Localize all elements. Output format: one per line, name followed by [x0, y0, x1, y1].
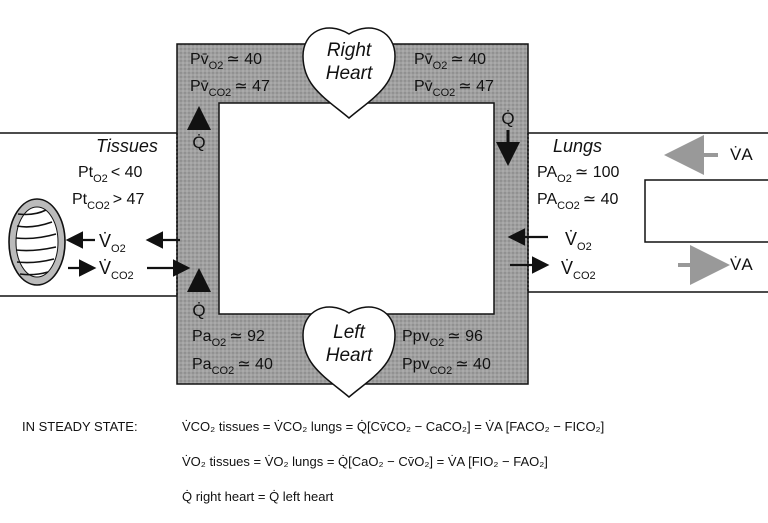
left-heart-line2: Heart [326, 345, 373, 366]
svg-text:PpvO2≃ 96: PpvO2≃ 96 [402, 328, 483, 349]
svg-text:PpvCO2≃ 40: PpvCO2≃ 40 [402, 356, 491, 377]
box-pressures-bottom-left: PaO2≃ 92 PaCO2≃ 40 [192, 328, 273, 377]
right-heart: Right Heart [302, 27, 396, 119]
svg-text:Q̇: Q̇ [192, 133, 205, 152]
left-heart-line1: Left [333, 322, 365, 343]
left-heart: Left Heart [302, 306, 396, 398]
svg-text:PaO2≃ 92: PaO2≃ 92 [192, 328, 265, 349]
svg-text:Pv̄CO2≃ 47: Pv̄CO2≃ 47 [414, 78, 494, 99]
right-heart-line2: Heart [326, 63, 373, 84]
va-top-label: V̇A [730, 145, 753, 164]
svg-text:Pv̄CO2≃ 47: Pv̄CO2≃ 47 [190, 78, 270, 99]
svg-text:Pv̄O2≃ 40: Pv̄O2≃ 40 [414, 51, 486, 72]
mitochondrion-icon [8, 198, 66, 286]
svg-text:V̇O2: V̇O2 [565, 229, 592, 253]
lungs-title: Lungs [553, 136, 602, 156]
lungs-panel: Lungs PAO2≃ 100 PACO2≃ 40 V̇O2 V̇CO2 V̇A… [507, 135, 753, 285]
q-flow-bottom-left: Q̇ [187, 268, 211, 320]
svg-text:PAO2≃ 100: PAO2≃ 100 [537, 164, 619, 185]
box-pressures-bottom-right: PpvO2≃ 96 PpvCO2≃ 40 [402, 328, 491, 377]
tissue-channel-lines [0, 132, 768, 297]
svg-text:PtCO2> 47: PtCO2> 47 [72, 191, 144, 212]
svg-text:PaCO2≃ 40: PaCO2≃ 40 [192, 356, 273, 377]
va-bottom-label: V̇A [730, 255, 753, 274]
tissues-panel: Tissues PtO2< 40 PtCO2> 47 V̇O2 V̇CO2 [65, 136, 191, 282]
svg-text:Q̇: Q̇ [192, 301, 205, 320]
svg-text:V̇O2: V̇O2 [99, 231, 126, 255]
svg-text:PACO2≃ 40: PACO2≃ 40 [537, 191, 619, 212]
q-flow-top-right: Q̇ [496, 109, 520, 166]
tissues-title: Tissues [96, 136, 158, 156]
box-pressures-top-left: Pv̄O2≃ 40 Pv̄CO2≃ 47 [190, 51, 270, 99]
q-flow-top-left: Q̇ [187, 106, 211, 152]
box-pressures-top-right: Pv̄O2≃ 40 Pv̄CO2≃ 47 [414, 51, 494, 99]
svg-text:Q̇: Q̇ [501, 109, 514, 128]
svg-text:V̇CO2: V̇CO2 [561, 258, 596, 282]
right-heart-line1: Right [327, 40, 372, 61]
svg-text:PtO2< 40: PtO2< 40 [78, 164, 143, 185]
svg-text:Pv̄O2≃ 40: Pv̄O2≃ 40 [190, 51, 262, 72]
svg-text:V̇CO2: V̇CO2 [99, 258, 134, 282]
